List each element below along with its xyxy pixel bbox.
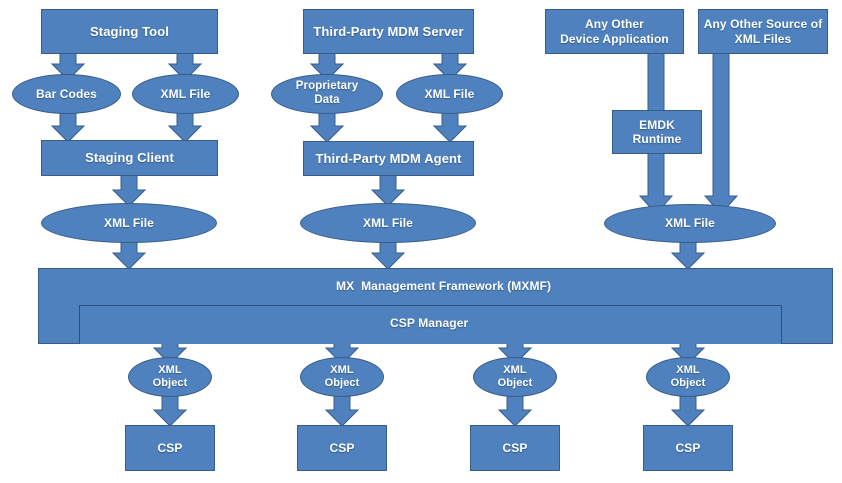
node-xml-object-2[interactable]: XML Object xyxy=(300,357,384,397)
node-csp-3[interactable]: CSP xyxy=(470,425,560,471)
arrow-xml-object-3-to-csp-3 xyxy=(497,391,533,427)
arrow-device-application-to-emdk-runtime xyxy=(647,51,665,113)
arrow-xml-file-to-mxmf-1 xyxy=(111,240,147,270)
node-bar-codes[interactable]: Bar Codes xyxy=(12,74,121,114)
node-mdm-server[interactable]: Third-Party MDM Server xyxy=(303,9,474,54)
node-staging-xml-file-out-label: XML File xyxy=(104,215,154,230)
node-xml-object-1[interactable]: XML Object xyxy=(128,357,212,397)
node-csp-manager-band-label: CSP Manager xyxy=(390,316,469,330)
node-csp-3-label: CSP xyxy=(502,440,528,455)
node-staging-xml-file[interactable]: XML File xyxy=(132,74,239,114)
arrow-xml-file-to-staging-client xyxy=(167,109,203,143)
node-csp-2[interactable]: CSP xyxy=(297,425,387,471)
arrow-mdm-agent-to-xml-file xyxy=(370,173,406,207)
node-mdm-server-label: Third-Party MDM Server xyxy=(313,23,464,39)
node-csp-1-label: CSP xyxy=(157,440,183,455)
node-xml-object-4-label: XML Object xyxy=(670,364,706,389)
node-mdm-xml-file-out-label: XML File xyxy=(363,215,413,230)
node-staging-client[interactable]: Staging Client xyxy=(41,140,218,176)
node-emdk-runtime[interactable]: EMDK Runtime xyxy=(612,110,702,154)
node-staging-tool[interactable]: Staging Tool xyxy=(41,9,218,54)
node-csp-manager-band[interactable]: CSP Manager xyxy=(79,305,782,344)
node-mdm-agent-label: Third-Party MDM Agent xyxy=(315,150,462,166)
node-other-xml-source[interactable]: Any Other Source of XML Files xyxy=(698,9,828,54)
node-emdk-runtime-label: EMDK Runtime xyxy=(632,117,682,146)
arrow-proprietary-data-to-mdm-agent xyxy=(309,109,345,143)
node-mxmf-band-label: MX Management Framework (MXMF) xyxy=(336,279,552,293)
node-xml-object-3-label: XML Object xyxy=(497,364,533,389)
arrow-staging-client-to-xml-file xyxy=(111,173,147,207)
node-device-xml-file-label: XML File xyxy=(665,216,715,231)
node-device-application[interactable]: Any Other Device Application xyxy=(545,9,684,54)
node-xml-object-2-label: XML Object xyxy=(324,364,360,389)
node-bar-codes-label: Bar Codes xyxy=(36,86,97,101)
node-proprietary-data[interactable]: Proprietary Data xyxy=(271,74,383,114)
arrow-xml-file-to-mdm-agent xyxy=(432,109,468,143)
node-csp-2-label: CSP xyxy=(329,440,355,455)
node-xml-object-1-label: XML Object xyxy=(152,364,188,389)
arrow-xml-file-to-mxmf-3 xyxy=(670,240,706,270)
node-device-xml-file[interactable]: XML File xyxy=(604,204,776,243)
arrow-bar-codes-to-staging-client xyxy=(50,109,86,143)
arrow-xml-file-to-mxmf-2 xyxy=(370,240,406,270)
arrow-xml-object-4-to-csp-4 xyxy=(670,391,706,427)
node-staging-xml-file-out[interactable]: XML File xyxy=(41,203,217,243)
arrow-xml-object-1-to-csp-1 xyxy=(152,391,188,427)
node-xml-object-4[interactable]: XML Object xyxy=(646,357,730,397)
node-csp-1[interactable]: CSP xyxy=(125,425,215,471)
node-mdm-xml-file-label: XML File xyxy=(424,86,475,101)
node-staging-xml-file-label: XML File xyxy=(160,86,211,101)
node-csp-4[interactable]: CSP xyxy=(643,425,733,471)
node-csp-4-label: CSP xyxy=(675,440,701,455)
node-other-xml-source-label: Any Other Source of XML Files xyxy=(703,17,823,46)
node-mdm-xml-file-out[interactable]: XML File xyxy=(300,203,476,243)
node-proprietary-data-label: Proprietary Data xyxy=(295,80,359,106)
arrow-other-xml-source-to-xml-file xyxy=(703,51,739,215)
node-staging-tool-label: Staging Tool xyxy=(90,23,169,39)
node-xml-object-3[interactable]: XML Object xyxy=(473,357,557,397)
arrow-xml-object-2-to-csp-2 xyxy=(324,391,360,427)
node-device-application-label: Any Other Device Application xyxy=(560,17,669,46)
node-mdm-agent[interactable]: Third-Party MDM Agent xyxy=(303,141,474,176)
node-staging-client-label: Staging Client xyxy=(85,150,174,166)
node-mdm-xml-file[interactable]: XML File xyxy=(396,74,503,114)
